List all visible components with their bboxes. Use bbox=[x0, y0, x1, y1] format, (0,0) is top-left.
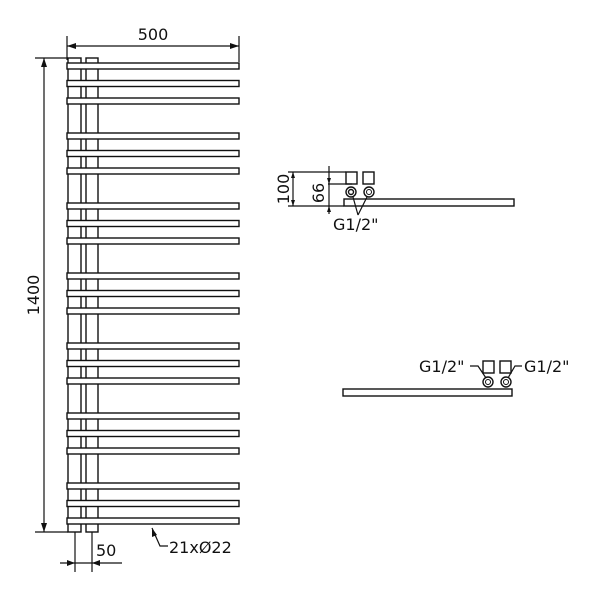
connection-inner bbox=[347, 188, 355, 196]
spacing-dimension-label: 50 bbox=[96, 541, 116, 560]
heating-bar bbox=[66, 482, 240, 490]
heating-bar bbox=[66, 272, 240, 280]
heating-bar bbox=[66, 79, 240, 88]
connection-circle bbox=[482, 376, 494, 388]
valve-body bbox=[362, 171, 375, 185]
heating-bar bbox=[66, 517, 240, 525]
connection-label: G1/2" bbox=[333, 215, 379, 234]
heating-bar bbox=[66, 219, 240, 228]
heating-bar bbox=[66, 447, 240, 455]
heating-bar bbox=[66, 307, 240, 315]
connection-inner bbox=[503, 379, 509, 385]
tube-label: 21xØ22 bbox=[169, 538, 232, 557]
dim-100-label: 100 bbox=[274, 174, 293, 205]
valve-body bbox=[499, 360, 512, 374]
heating-bar bbox=[66, 377, 240, 385]
connection-circle bbox=[363, 186, 375, 198]
side-bar bbox=[342, 388, 513, 397]
tube-leader-line bbox=[151, 527, 168, 547]
heating-bar bbox=[66, 499, 240, 508]
heating-bar bbox=[66, 412, 240, 420]
heating-bar bbox=[66, 62, 240, 70]
valve-body bbox=[482, 360, 495, 374]
connection-circle bbox=[500, 376, 512, 388]
heating-bar bbox=[66, 202, 240, 210]
heating-bar bbox=[66, 237, 240, 245]
width-dimension-label: 500 bbox=[138, 25, 169, 44]
heating-bar bbox=[66, 342, 240, 350]
connection-inner bbox=[366, 189, 372, 195]
heating-bar bbox=[66, 149, 240, 158]
side-view-top: 100 66 G1/2" bbox=[274, 166, 515, 234]
heating-bar bbox=[66, 167, 240, 175]
heating-bar bbox=[66, 429, 240, 438]
valve-body bbox=[345, 171, 358, 185]
dim-66-label: 66 bbox=[309, 183, 328, 203]
heating-bar bbox=[66, 289, 240, 298]
heating-bar bbox=[66, 132, 240, 140]
side-view-bottom: G1/2" G1/2" bbox=[342, 357, 570, 397]
dim-arrows bbox=[67, 560, 100, 566]
height-dimension-label: 1400 bbox=[24, 275, 43, 316]
connection-label-right: G1/2" bbox=[524, 357, 570, 376]
leader-arrow bbox=[152, 528, 157, 537]
connection-leader bbox=[352, 196, 368, 216]
heating-bar bbox=[66, 97, 240, 105]
connection-leader bbox=[470, 365, 522, 379]
connection-inner bbox=[485, 379, 491, 385]
heating-bar bbox=[66, 359, 240, 368]
connection-label-left: G1/2" bbox=[419, 357, 465, 376]
side-bar bbox=[343, 198, 515, 207]
front-view: 500 1400 50 21xØ22 bbox=[24, 25, 240, 572]
